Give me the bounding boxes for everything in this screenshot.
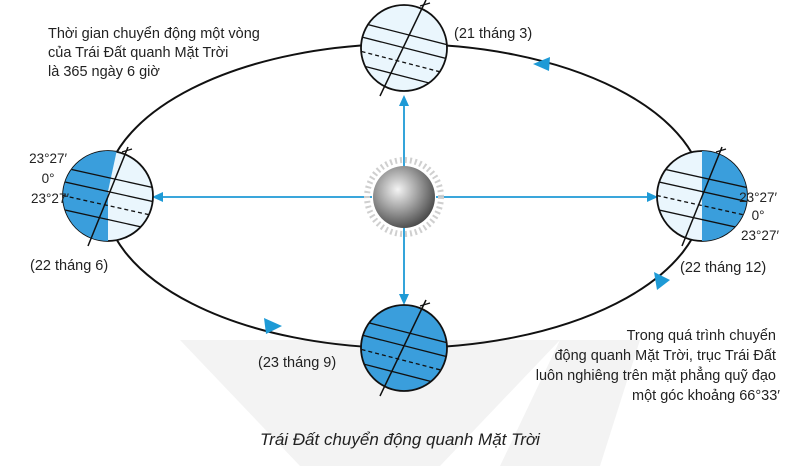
sun-rays-lines (160, 102, 650, 300)
tilt-note-line-3: luôn nghiêng trên mặt phẳng quỹ đạo (536, 366, 776, 384)
date-label-december: (22 tháng 12) (680, 260, 766, 276)
lat-south-june: 23°27′ (31, 191, 69, 206)
lat-equator-june: 0° (42, 171, 55, 186)
lat-south-december: 23°27′ (741, 228, 779, 243)
sun (364, 157, 444, 237)
sun-rays-arrowheads (152, 95, 658, 305)
tilt-note-line-1: Trong quá trình chuyển (627, 328, 776, 344)
orbit-arrow-bottom (264, 318, 282, 334)
lat-equator-december: 0° (752, 208, 765, 223)
date-label-march: (21 tháng 3) (454, 26, 532, 42)
period-note-line-1: Thời gian chuyển động một vòng (48, 26, 260, 42)
svg-text:Thời gian chuyển động một vòng: Thời gian chuyển động một vòng của Trái … (48, 26, 264, 80)
orbit-direction-arrows (264, 57, 670, 334)
period-note-line-2: của Trái Đất quanh Mặt Trời (48, 45, 228, 61)
tilt-note-line-4: một góc khoảng 66°33′ (632, 388, 780, 404)
date-label-june: (22 tháng 6) (30, 258, 108, 274)
orbit-arrow-right (654, 272, 670, 290)
earth-march-21 (360, 0, 448, 97)
caption: Trái Đất chuyển động quanh Mặt Trời (260, 430, 541, 449)
tilt-note-line-2: động quanh Mặt Trời, trục Trái Đất (554, 348, 775, 364)
earth-june-22 (62, 146, 154, 247)
latitude-labels-june: 23°27′ 0° 23°27′ (29, 151, 71, 206)
lat-north-december: 23°27′ (739, 190, 777, 205)
svg-text:Trong quá trình chuyển độn: Trong quá trình chuyển động quanh Mặt Tr… (536, 328, 781, 404)
earth-december-22 (656, 146, 748, 247)
date-label-september: (23 tháng 9) (258, 355, 336, 371)
lat-north-june: 23°27′ (29, 151, 67, 166)
latitude-labels-december: 23°27′ 0° 23°27′ (739, 190, 781, 243)
period-note-line-3: là 365 ngày 6 giờ (48, 64, 160, 80)
watermark (180, 340, 640, 466)
earth-september-23 (360, 299, 448, 397)
orbit-arrow-top (533, 57, 550, 71)
